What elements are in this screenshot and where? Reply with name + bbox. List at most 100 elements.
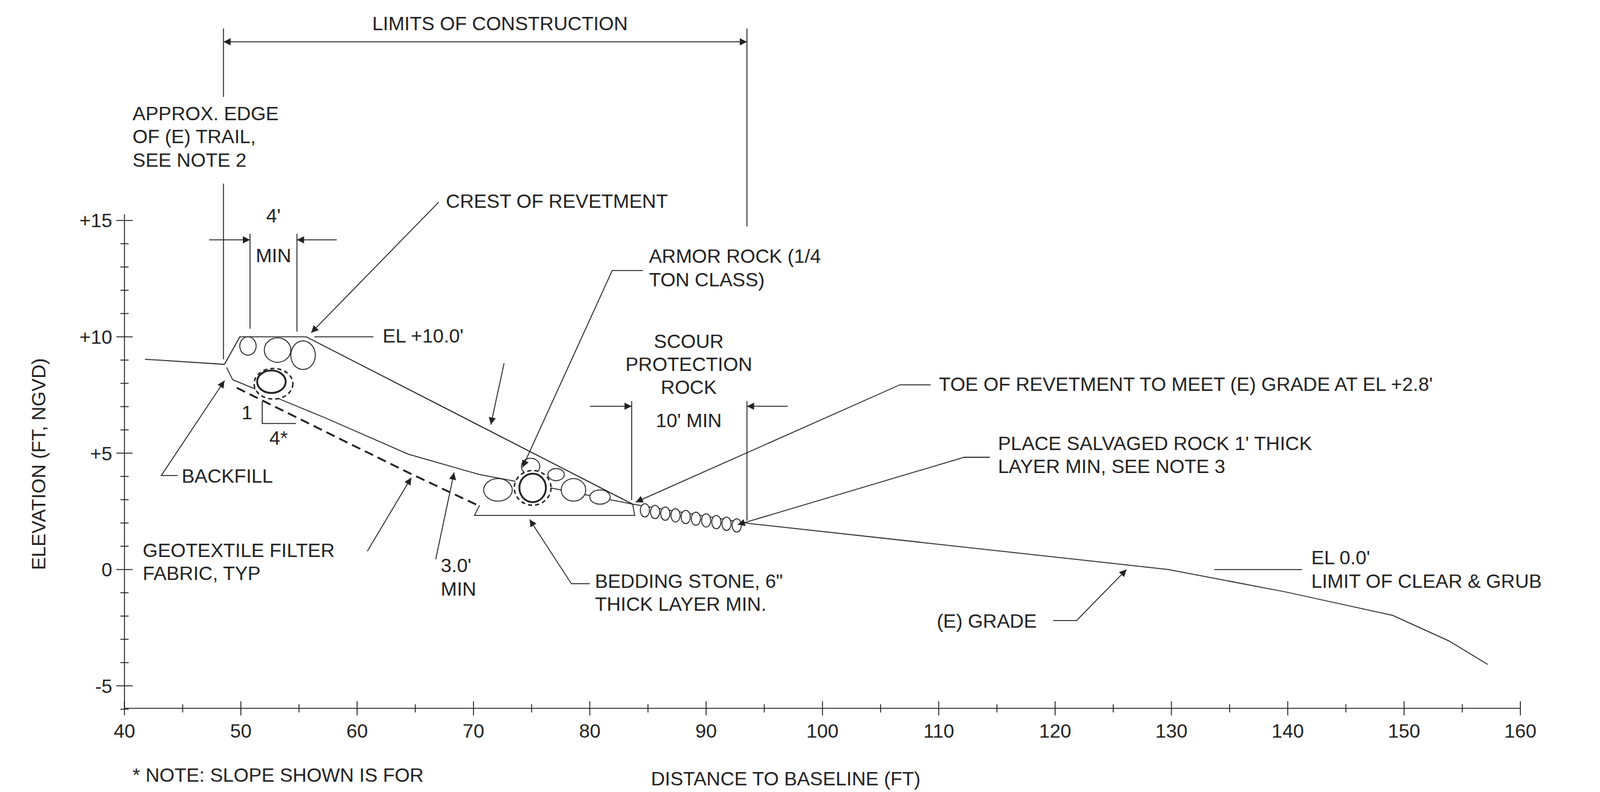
- axis-tick-label: +10: [79, 325, 113, 349]
- revetment: [224, 337, 635, 516]
- leader-line: [367, 477, 412, 552]
- y-tick: [120, 405, 129, 408]
- callout-label: LIMIT OF CLEAR & GRUB: [1311, 569, 1543, 593]
- axis-title: DISTANCE TO BASELINE (FT): [651, 767, 921, 791]
- leader-line: [737, 457, 990, 525]
- callout-label: ARMOR ROCK (1/4 TON CLASS): [648, 244, 830, 292]
- salvaged-rock-piece: [660, 506, 670, 521]
- y-tick: [120, 522, 129, 524]
- armor-outline: [224, 337, 633, 505]
- axis-tick-label: 60: [346, 719, 368, 743]
- x-tick: [1054, 701, 1056, 716]
- y-tick: [120, 266, 129, 268]
- note-text: * NOTE: SLOPE SHOWN IS FOR: [132, 763, 425, 787]
- axis-tick-label: 100: [806, 719, 839, 743]
- salvaged-rock-piece: [640, 503, 650, 518]
- callout-label: GEOTEXTILE FILTER FABRIC, TYP: [142, 538, 360, 586]
- slope-label: 4*: [269, 426, 288, 450]
- axis-tick-label: 40: [113, 719, 136, 743]
- dimension-label: 3.0' MIN: [440, 553, 496, 601]
- x-tick: [1171, 701, 1173, 716]
- callout-label: (E) GRADE: [936, 609, 1037, 633]
- x-tick: [647, 704, 649, 713]
- x-tick: [1461, 704, 1463, 713]
- y-tick: [120, 243, 129, 245]
- extension-line: [222, 183, 225, 360]
- axis-tick-label: +15: [79, 208, 113, 232]
- axis-tick-label: 70: [462, 719, 485, 743]
- callout-label: TOE OF REVETMENT TO MEET (E) GRADE AT EL…: [938, 372, 1433, 396]
- x-tick: [880, 704, 882, 713]
- leader-line: [161, 380, 225, 476]
- axis-tick-label: 150: [1387, 719, 1421, 743]
- dimension-arrow: [208, 239, 251, 241]
- bedding-stone: [474, 504, 635, 516]
- y-tick: [120, 429, 129, 431]
- elevation-label: EL +10.0': [382, 324, 464, 348]
- x-tick: [589, 701, 591, 716]
- axis-tick-label: 80: [579, 719, 601, 743]
- armor-underside: [232, 379, 633, 504]
- dimension-arrow: [589, 405, 632, 408]
- salvaged-rock-piece: [732, 518, 742, 533]
- x-tick: [298, 704, 300, 713]
- x-tick: [764, 704, 766, 713]
- callout-label: SCOUR PROTECTION ROCK: [616, 329, 762, 400]
- y-axis: [123, 214, 126, 709]
- axis-tick-label: 110: [923, 719, 955, 743]
- dimension-label: 4': [266, 204, 281, 228]
- x-tick: [1519, 701, 1521, 716]
- salvaged-rock-piece: [650, 504, 660, 519]
- callout-label: CREST OF REVETMENT: [445, 189, 668, 213]
- leader-line: [1052, 569, 1127, 621]
- extension-line: [249, 233, 251, 329]
- y-tick: [120, 359, 129, 361]
- x-tick: [182, 704, 184, 713]
- x-tick: [530, 704, 533, 713]
- salvaged-rock-piece: [681, 510, 691, 524]
- x-tick: [938, 701, 940, 716]
- salvaged-rock-piece: [691, 512, 701, 526]
- y-tick: [120, 639, 129, 641]
- x-tick: [996, 704, 998, 713]
- callout-label: APPROX. EDGE OF (E) TRAIL, SEE NOTE 2: [132, 102, 287, 172]
- callout-label: BEDDING STONE, 6" THICK LAYER MIN.: [594, 569, 825, 617]
- salvaged-rock: [640, 503, 742, 533]
- axis-tick-label: 120: [1038, 719, 1071, 743]
- axis-ticks: [116, 220, 1521, 716]
- armor-edge: [226, 367, 233, 380]
- dimension-arrow: [747, 405, 789, 408]
- extension-line: [746, 401, 748, 521]
- grade-line: [144, 359, 225, 365]
- y-tick: [120, 498, 129, 501]
- y-tick: [120, 382, 129, 385]
- salvaged-rock-piece: [701, 513, 711, 527]
- salvaged-rock-piece: [711, 515, 721, 529]
- salvaged-rock-piece: [721, 517, 731, 531]
- y-tick: [120, 615, 129, 617]
- axes: [116, 214, 1521, 716]
- axis-tick-label: 0: [101, 558, 113, 582]
- y-tick: [120, 475, 129, 478]
- leader-line: [314, 336, 374, 338]
- y-tick: [120, 545, 129, 547]
- slope-label: 1: [241, 401, 253, 425]
- y-tick: [116, 336, 133, 338]
- leader-line: [522, 270, 643, 468]
- axis-title: ELEVATION (FT, NGVD): [27, 358, 51, 571]
- leader-line: [636, 384, 931, 502]
- leader-line: [1214, 568, 1302, 571]
- y-tick: [120, 312, 129, 315]
- salvaged-rock-piece: [671, 508, 681, 522]
- axis-tick-label: 130: [1155, 719, 1188, 743]
- dimension-label: 10' MIN: [655, 408, 722, 432]
- y-tick: [120, 661, 129, 664]
- x-tick: [1403, 701, 1405, 716]
- elevation-label: EL 0.0': [1311, 546, 1370, 569]
- x-tick: [1229, 704, 1231, 713]
- axis-tick-label: 140: [1271, 719, 1304, 743]
- slope-triangle: [262, 401, 296, 424]
- axis-tick-label: +5: [89, 442, 112, 466]
- axis-tick-label: 160: [1504, 719, 1537, 743]
- x-tick: [472, 701, 475, 716]
